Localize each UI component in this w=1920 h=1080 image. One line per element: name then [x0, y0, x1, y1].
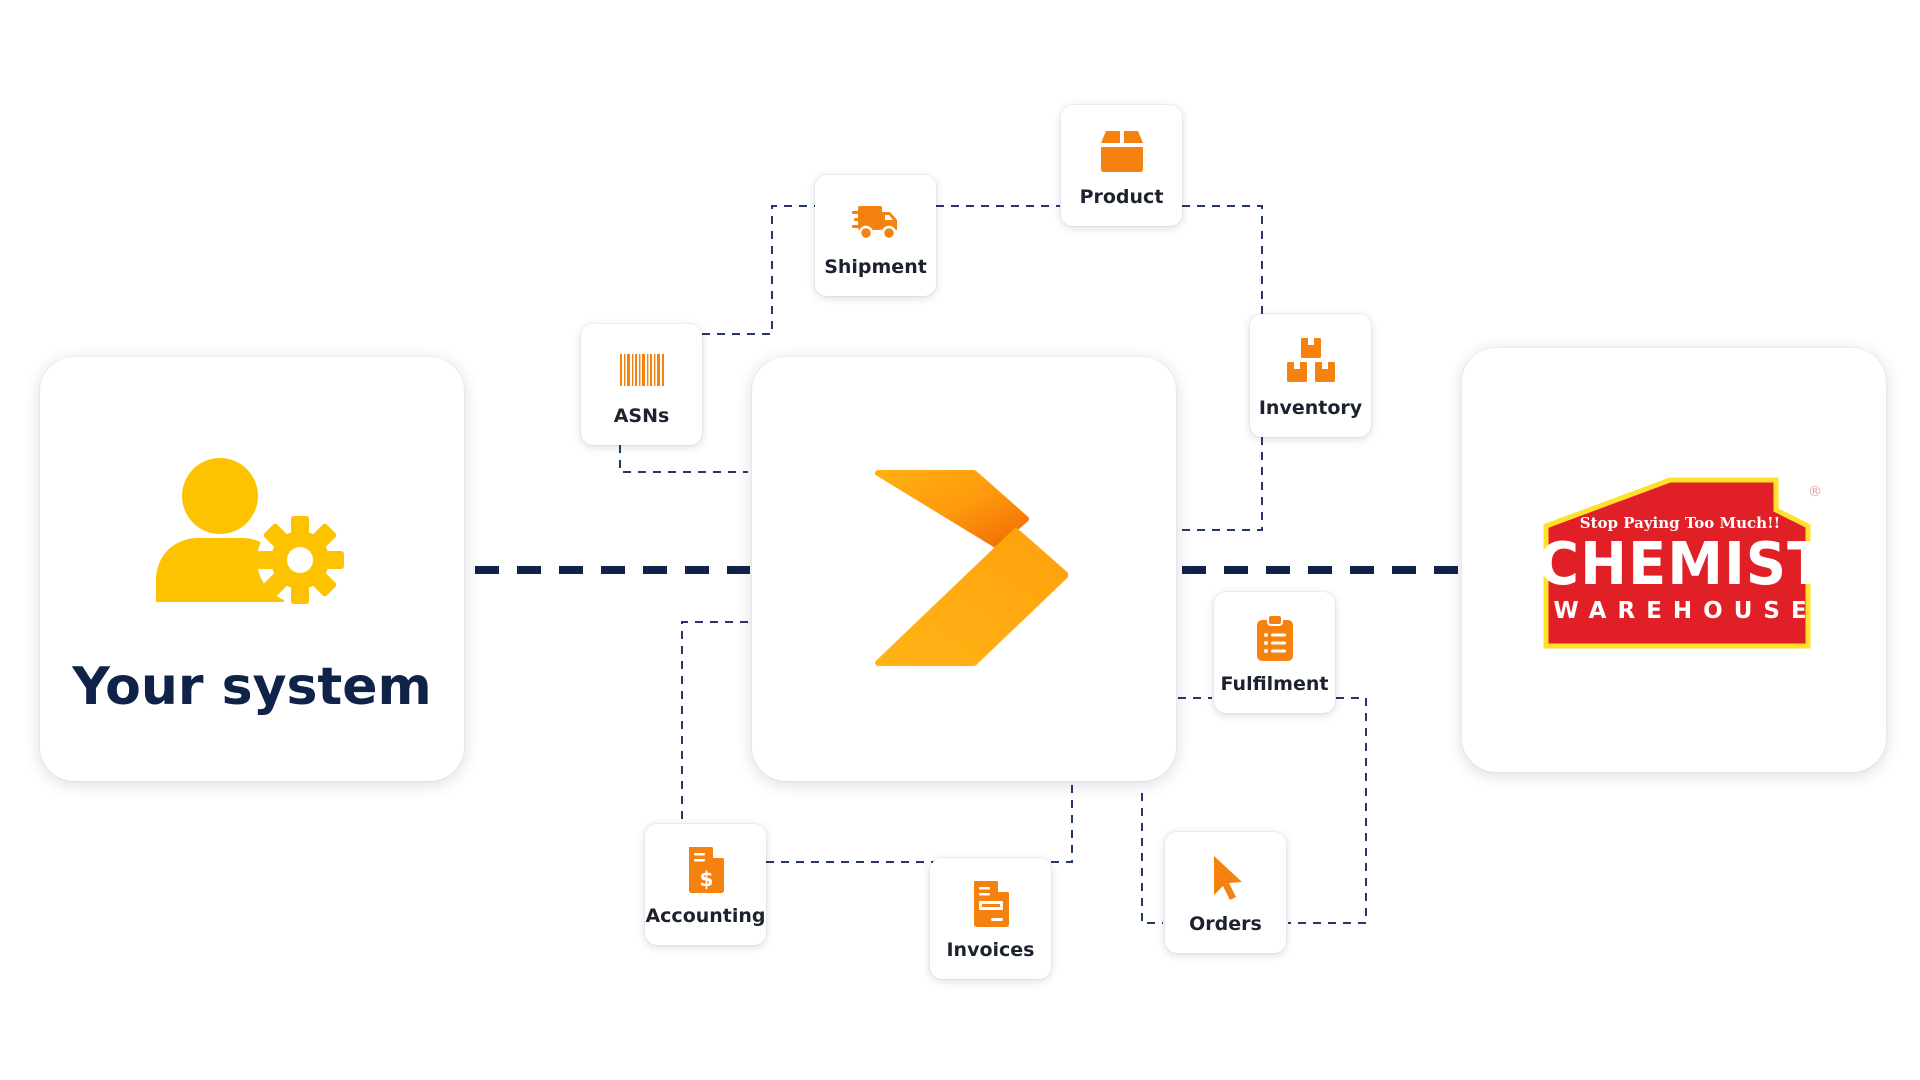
data-card-orders: Orders	[1165, 832, 1286, 953]
chemist-warehouse-card: Stop Paying Too Much!! CHEMIST WAREHOUSE…	[1462, 348, 1886, 772]
registered-mark: ®	[1808, 484, 1822, 500]
data-card-product: Product	[1061, 105, 1182, 226]
hub-card	[752, 357, 1176, 781]
data-card-invoices: Invoices	[930, 858, 1051, 979]
connector-inventory-hub	[1178, 437, 1263, 531]
svg-text:$: $	[699, 867, 713, 891]
connector-hub-orders	[1141, 793, 1163, 924]
data-card-label: Shipment	[824, 256, 927, 278]
connector-asns-hub	[619, 445, 748, 473]
box-icon	[1100, 131, 1143, 172]
delivery-truck-icon	[851, 206, 897, 241]
data-card-label: Product	[1079, 186, 1164, 208]
connector-product-inventory	[1182, 205, 1263, 314]
house-shape-icon	[1543, 477, 1811, 649]
data-card-accounting: $ Accounting	[645, 824, 766, 945]
connector-accounting-invoices	[766, 783, 1073, 863]
user-gear-icon	[156, 458, 344, 604]
stacked-boxes-icon	[1286, 338, 1335, 382]
invoice-document-icon	[973, 881, 1009, 927]
cursor-pointer-icon	[1213, 856, 1242, 900]
chemist-warehouse-sub: WAREHOUSE	[1553, 598, 1818, 624]
data-card-label: ASNs	[613, 405, 670, 427]
connector-asns-top	[702, 205, 815, 335]
connector-hub-accounting	[681, 621, 748, 822]
data-card-label: Fulfilment	[1220, 673, 1329, 695]
data-card-inventory: Inventory	[1250, 314, 1371, 437]
data-card-label: Inventory	[1258, 397, 1363, 419]
data-card-fulfilment: Fulfilment	[1214, 592, 1335, 713]
data-card-label: Orders	[1189, 913, 1262, 935]
data-card-shipment: Shipment	[815, 175, 936, 296]
chemist-warehouse-name: CHEMIST	[1538, 530, 1827, 599]
chevron-logo-icon	[875, 470, 1068, 666]
your-system-card: Your system	[40, 357, 464, 781]
chemist-warehouse-tagline: Stop Paying Too Much!!	[1579, 514, 1781, 532]
data-card-label: Invoices	[946, 939, 1035, 961]
data-card-label: Accounting	[645, 905, 766, 927]
clipboard-list-icon	[1256, 614, 1293, 661]
dollar-document-icon: $	[688, 847, 724, 893]
connector-fulfilment-orders	[1288, 697, 1367, 924]
data-card-asns: ASNs	[581, 324, 702, 445]
barcode-icon	[619, 354, 664, 386]
your-system-title: Your system	[72, 657, 432, 717]
chemist-warehouse-logo: Stop Paying Too Much!! CHEMIST WAREHOUSE…	[1538, 476, 1827, 652]
